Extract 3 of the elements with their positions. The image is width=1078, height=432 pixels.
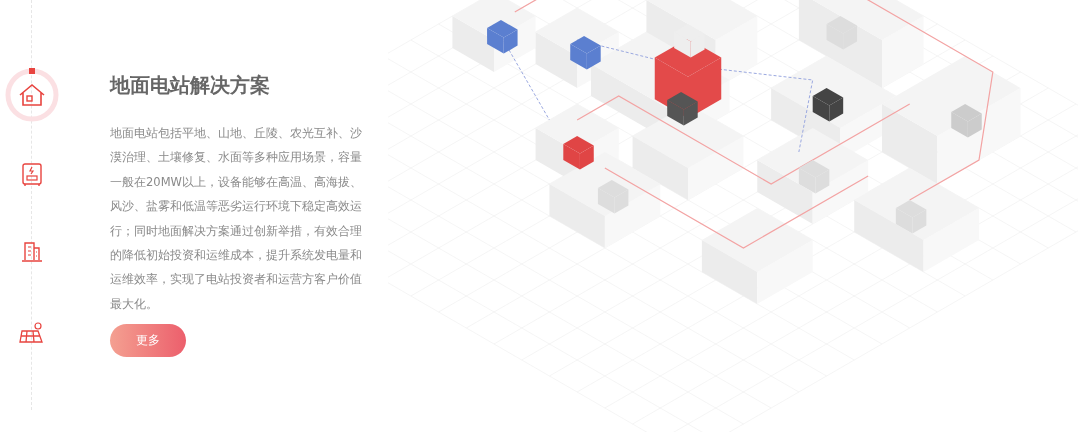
more-button: 更多 (110, 324, 186, 357)
section-title: 地面电站解决方案 (110, 72, 270, 99)
description-paragraph: 地面电站包括平地、山地、丘陵、农光互补、沙漠治理、土壤修复、水面等多种应用场景，容量一般在20MW以上，设备能够在高温、高海拔、风沙、盐雾和低温等恶劣运行环境下稳定高效运行；同时地面解决方案通过创新举措，有效合理的降低初始投资和运维成本，提升系统发电量和运维效率，实现了电站投资者和运营方客户价值最大化。 (110, 125, 362, 313)
